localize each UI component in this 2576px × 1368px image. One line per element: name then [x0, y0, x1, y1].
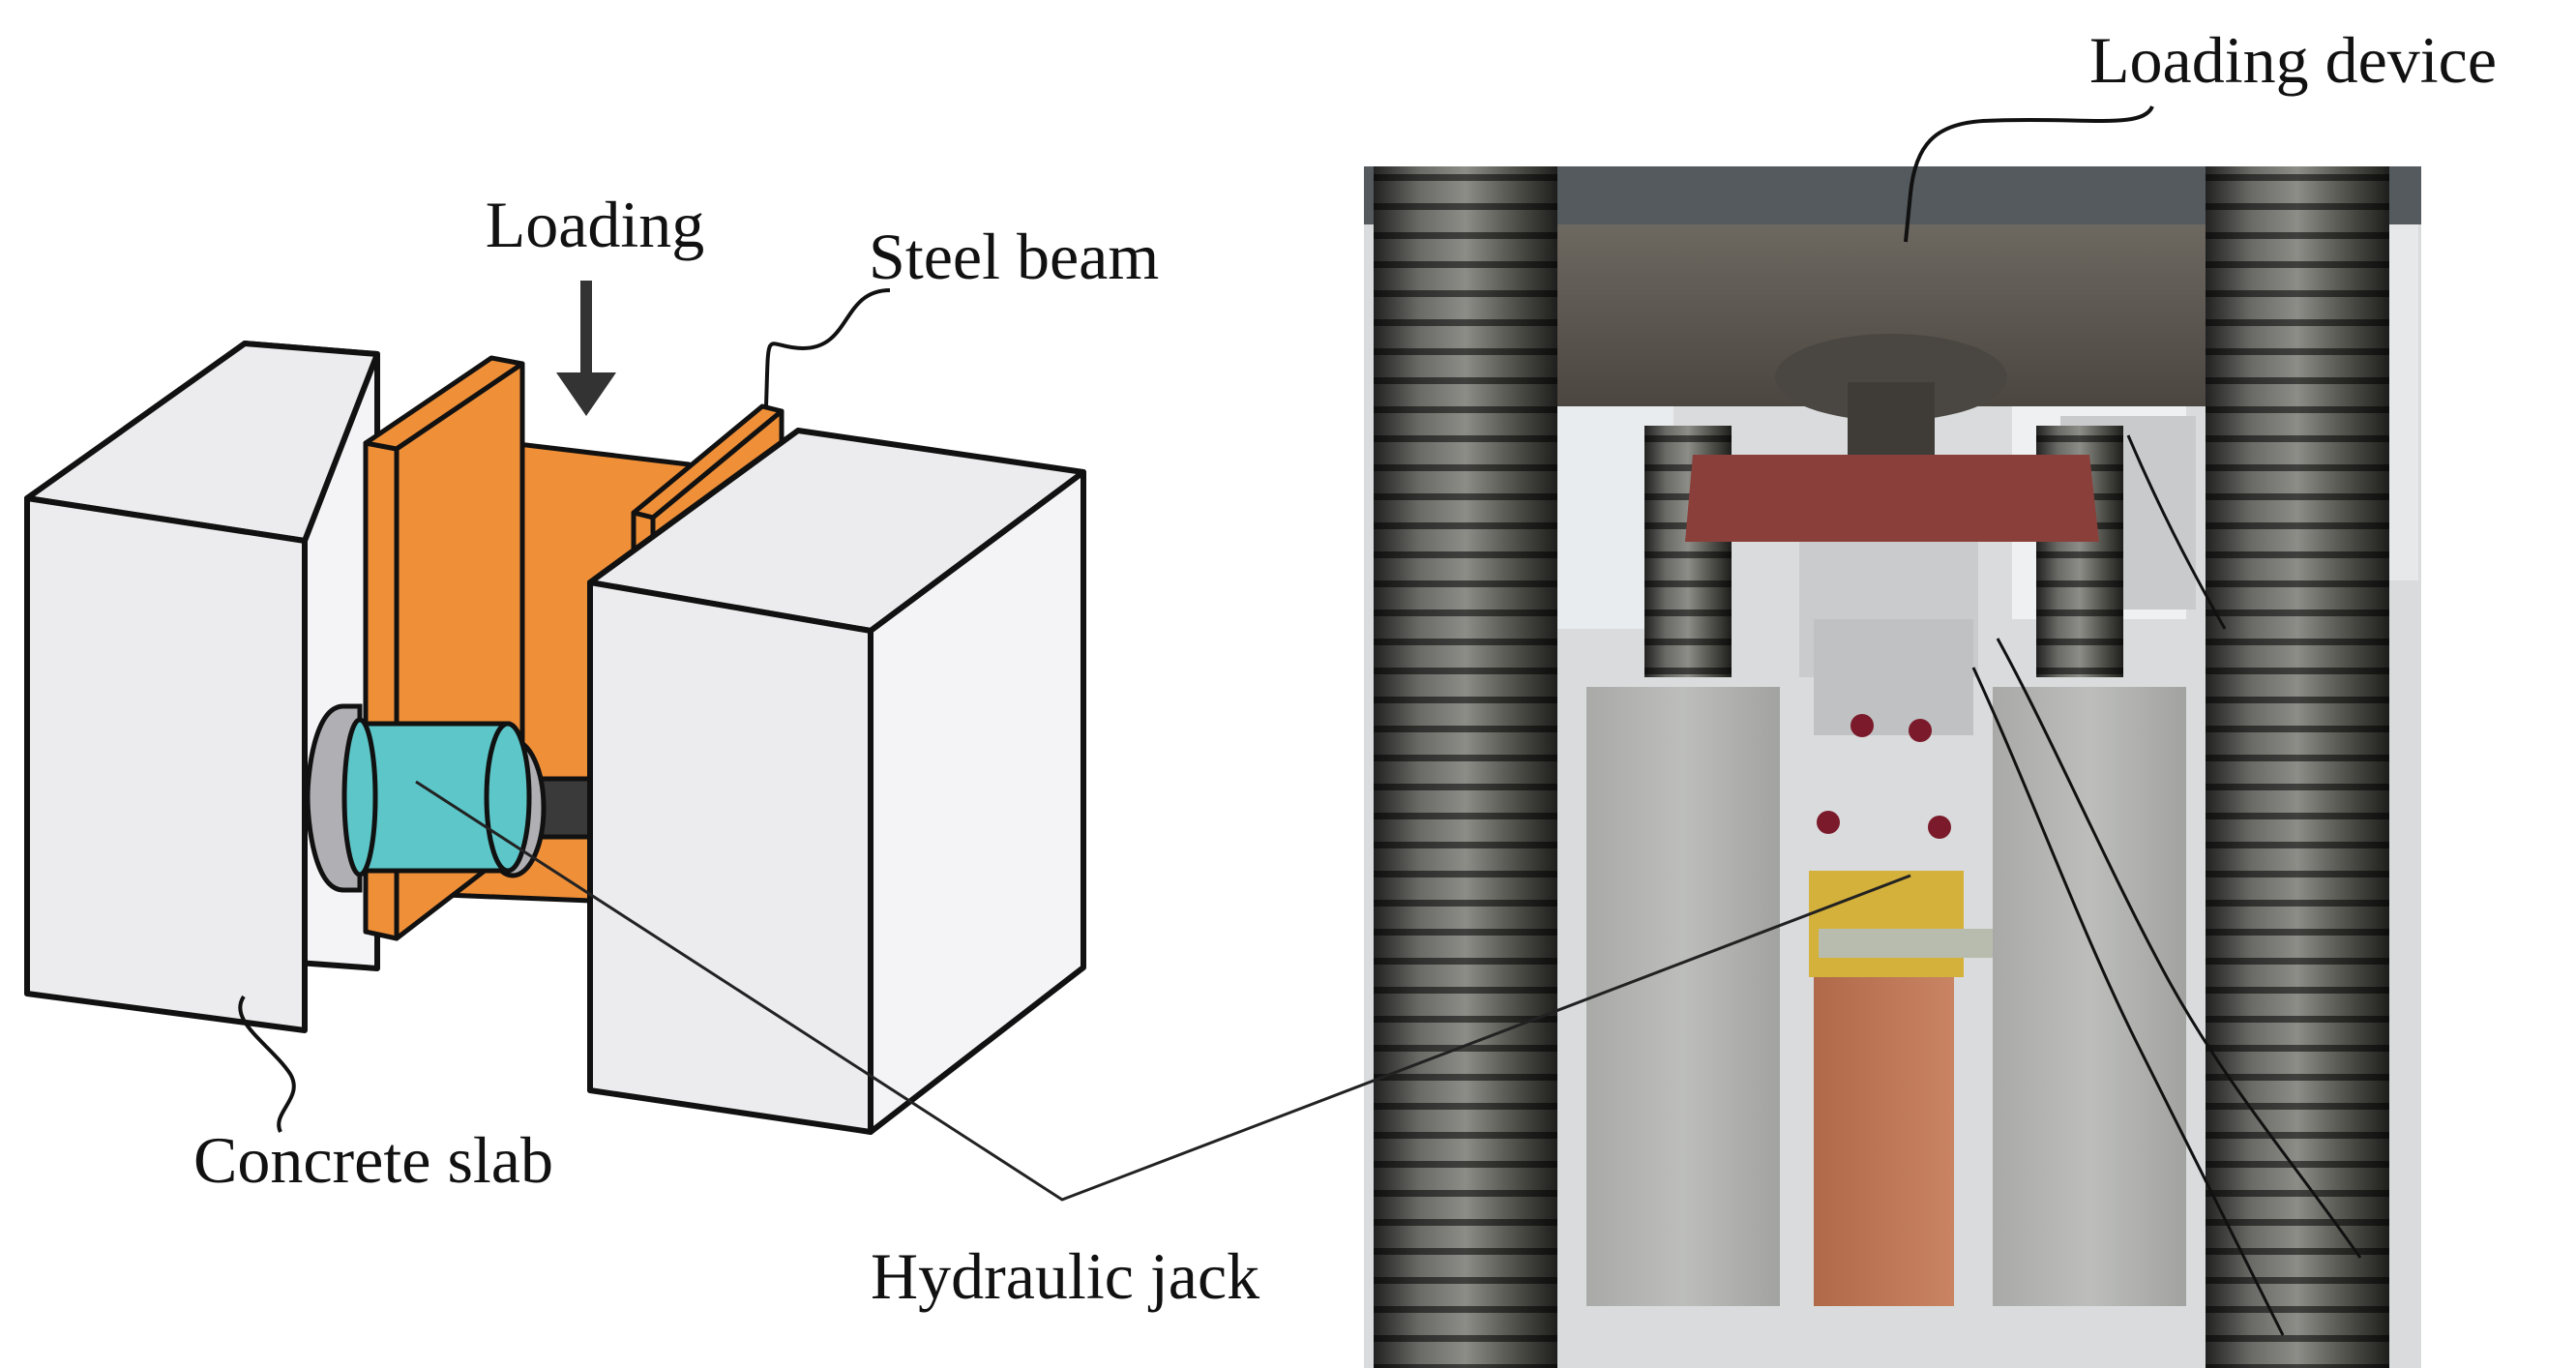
right-threaded-column: [2206, 166, 2389, 1368]
right-concrete-slab: [587, 428, 1086, 1135]
concrete-slab-label: Concrete slab: [193, 1123, 553, 1197]
hydraulic-jack: [305, 703, 593, 893]
loading-device-callout-line: [1904, 105, 2154, 243]
loading-arrow: [556, 281, 616, 416]
test-setup-photo: [1364, 166, 2421, 1368]
loading-label: Loading: [486, 188, 705, 261]
loading-device-label: Loading device: [2089, 23, 2497, 97]
left-threaded-column: [1374, 166, 1557, 1368]
steel-beam-callout-line: [764, 288, 891, 407]
hydraulic-jack-callout-line: [415, 780, 1911, 1202]
left-concrete-slab: [24, 341, 380, 1033]
schematic-diagram: Loading Steel beam Concrete slab: [24, 188, 1159, 1197]
concrete-slab-callout-line: [238, 995, 296, 1133]
steel-beam-label: Steel beam: [869, 220, 1159, 293]
hydraulic-jack-label: Hydraulic jack: [871, 1239, 1259, 1313]
